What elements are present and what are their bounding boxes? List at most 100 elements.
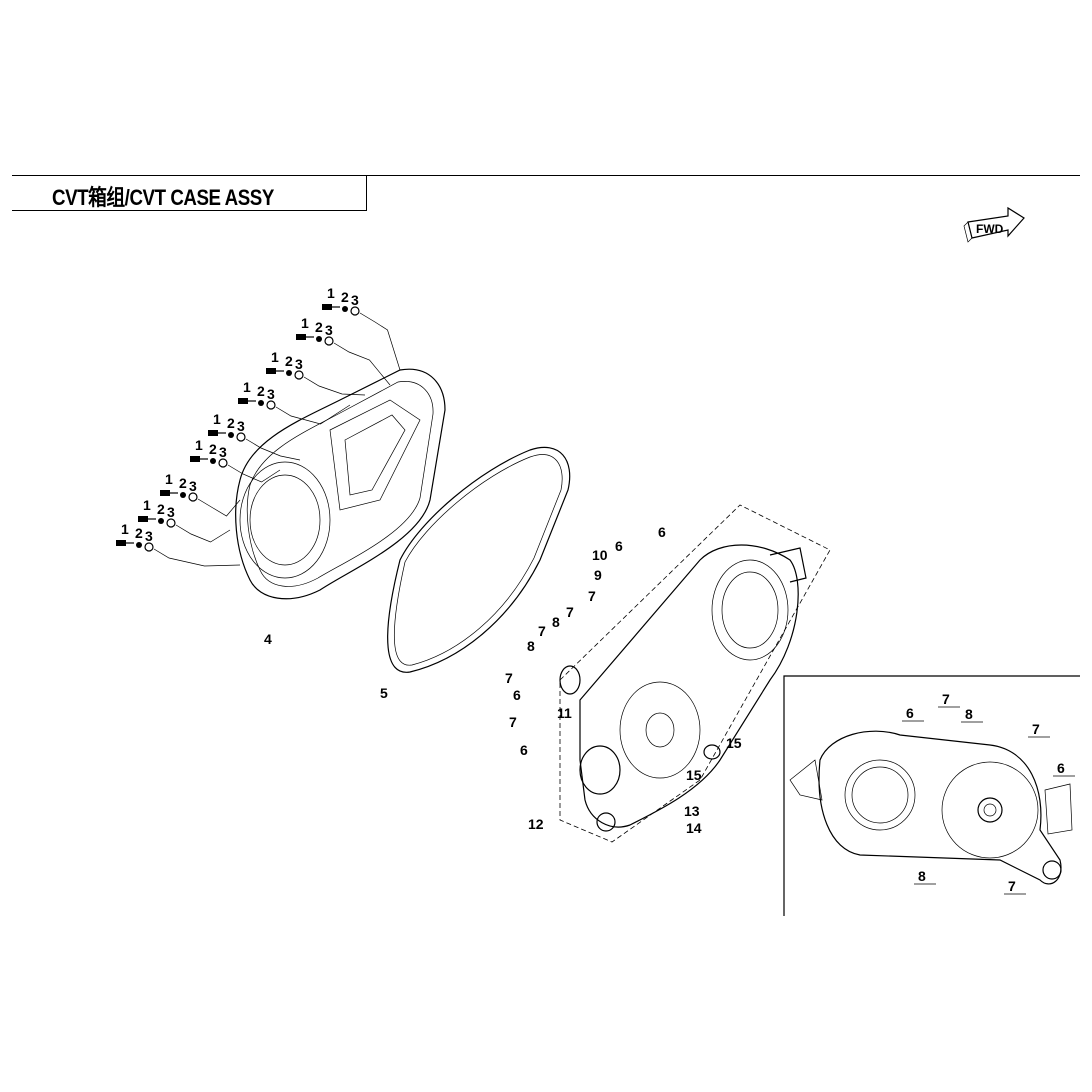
inset-callout-7: 7 (1008, 878, 1016, 894)
callout-7: 7 (509, 714, 517, 730)
bolt-icon (322, 304, 332, 310)
callout-11: 11 (557, 705, 572, 721)
callout-15: 15 (686, 767, 702, 783)
washer-icon (158, 518, 164, 524)
page-title: CVT箱组/CVT CASE ASSY (52, 185, 274, 210)
callout-1: 1 (271, 349, 279, 365)
inset-callout-7: 7 (942, 691, 950, 707)
callout-4: 4 (264, 631, 272, 647)
callout-1: 1 (143, 497, 151, 513)
callout-3: 3 (237, 418, 245, 434)
washer-icon (286, 370, 292, 376)
inset-callout-6: 6 (906, 705, 914, 721)
fwd-label: FWD (976, 222, 1004, 236)
callout-9: 9 (594, 567, 602, 583)
callout-2: 2 (135, 525, 143, 541)
nut-icon (218, 458, 228, 468)
bolt-icon (266, 368, 276, 374)
callout-3: 3 (167, 504, 175, 520)
callout-7: 7 (505, 670, 513, 686)
callout-7: 7 (538, 623, 546, 639)
nut-icon (144, 542, 154, 552)
callout-6: 6 (513, 687, 521, 703)
callout-15: 15 (726, 735, 742, 751)
callout-3: 3 (267, 386, 275, 402)
inset-callout-6: 6 (1057, 760, 1065, 776)
callout-3: 3 (295, 356, 303, 372)
callout-2: 2 (179, 475, 187, 491)
nut-icon (350, 306, 360, 316)
callout-1: 1 (165, 471, 173, 487)
washer-icon (136, 542, 142, 548)
bolt-icon (190, 456, 200, 462)
callout-12: 12 (528, 816, 544, 832)
callout-3: 3 (219, 444, 227, 460)
washer-icon (316, 336, 322, 342)
bolt-icon (160, 490, 170, 496)
nut-icon (166, 518, 176, 528)
callout-1: 1 (121, 521, 129, 537)
callout-1: 1 (243, 379, 251, 395)
title-box: CVT箱组/CVT CASE ASSY (12, 175, 367, 211)
callout-2: 2 (285, 353, 293, 369)
callout-6: 6 (520, 742, 528, 758)
callout-3: 3 (189, 478, 197, 494)
callout-2: 2 (227, 415, 235, 431)
bolt-icon (296, 334, 306, 340)
callout-6: 6 (615, 538, 623, 554)
callout-10: 10 (592, 547, 608, 563)
nut-icon (294, 370, 304, 380)
cvt-inner-case (559, 504, 831, 843)
callout-5: 5 (380, 685, 388, 701)
callout-13: 13 (684, 803, 700, 819)
bolt-icon (238, 398, 248, 404)
bolt-icon (208, 430, 218, 436)
callout-3: 3 (325, 322, 333, 338)
callout-3: 3 (145, 528, 153, 544)
callout-7: 7 (566, 604, 574, 620)
washer-icon (228, 432, 234, 438)
bolt-icon (138, 516, 148, 522)
inset-view (783, 675, 1080, 916)
washer-icon (180, 492, 186, 498)
callout-2: 2 (157, 501, 165, 517)
header-rule (367, 175, 1080, 176)
callout-2: 2 (257, 383, 265, 399)
washer-icon (342, 306, 348, 312)
callout-7: 7 (588, 588, 596, 604)
nut-icon (324, 336, 334, 346)
callout-8: 8 (527, 638, 535, 654)
nut-icon (266, 400, 276, 410)
callout-1: 1 (327, 285, 335, 301)
nut-icon (236, 432, 246, 442)
washer-icon (210, 458, 216, 464)
callout-6: 6 (658, 524, 666, 540)
callout-1: 1 (213, 411, 221, 427)
callout-14: 14 (686, 820, 702, 836)
inset-callout-7: 7 (1032, 721, 1040, 737)
callout-1: 1 (301, 315, 309, 331)
callout-2: 2 (315, 319, 323, 335)
cvt-gasket (387, 446, 571, 673)
fwd-arrow-icon: FWD (963, 206, 1025, 243)
inset-callout-8: 8 (965, 706, 973, 722)
callout-1: 1 (195, 437, 203, 453)
callout-8: 8 (552, 614, 560, 630)
callout-3: 3 (351, 292, 359, 308)
callout-2: 2 (341, 289, 349, 305)
callout-2: 2 (209, 441, 217, 457)
bolt-icon (116, 540, 126, 546)
